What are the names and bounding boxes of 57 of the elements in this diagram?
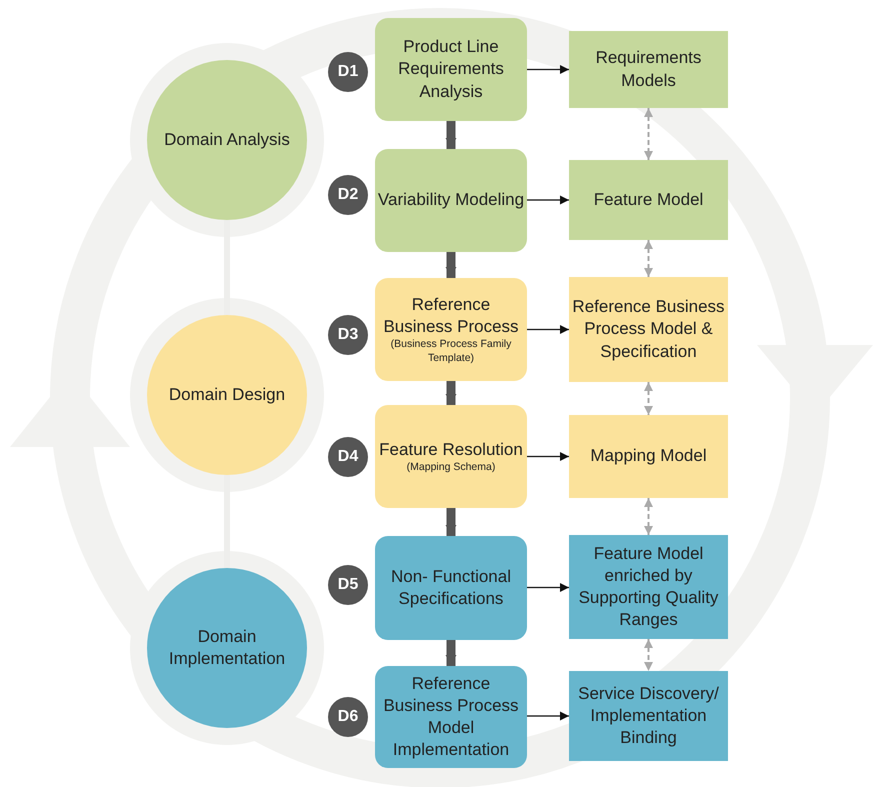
node-title: Service Discovery/ Implementation Binding bbox=[577, 682, 720, 750]
dashed-arrow bbox=[644, 108, 653, 160]
dashed-arrow bbox=[644, 639, 653, 671]
dashed-arrow bbox=[644, 240, 653, 277]
arrow bbox=[527, 325, 569, 334]
subtitle: (Business Process Family Template) bbox=[390, 338, 512, 366]
artifact-box bbox=[569, 31, 728, 108]
node-title: Feature Model enriched by Supporting Quality Ranges bbox=[578, 542, 720, 632]
process-box bbox=[375, 536, 527, 640]
node-title: Feature Resolution bbox=[379, 438, 523, 461]
subtitle: (Mapping Schema) bbox=[406, 460, 496, 474]
step-label: D6 bbox=[338, 706, 358, 727]
node-title: Requirements Models bbox=[594, 47, 702, 92]
process-box bbox=[375, 18, 527, 121]
arrow bbox=[527, 452, 569, 461]
step-label: D5 bbox=[338, 574, 358, 595]
node-title: Domain Design bbox=[168, 384, 286, 406]
dashed-arrow bbox=[644, 498, 653, 535]
step-badge bbox=[328, 315, 368, 355]
step-badge bbox=[328, 697, 368, 737]
process-box bbox=[375, 405, 527, 508]
artifact-box bbox=[569, 535, 728, 639]
arrow bbox=[527, 196, 569, 204]
artifact-box bbox=[569, 160, 728, 240]
block-arrow bbox=[446, 508, 456, 536]
artifact-box bbox=[569, 277, 728, 382]
step-label: D1 bbox=[338, 62, 358, 82]
block-arrow bbox=[446, 640, 456, 666]
dashed-arrow bbox=[644, 382, 653, 415]
block-arrow bbox=[446, 252, 456, 278]
process-box bbox=[375, 278, 527, 381]
artifact-box bbox=[569, 671, 728, 761]
block-arrow bbox=[446, 381, 456, 405]
node-title: Non- Functional Specifications bbox=[390, 566, 512, 610]
step-badge bbox=[328, 52, 368, 92]
step-badge bbox=[328, 437, 368, 477]
step-label: D3 bbox=[338, 324, 358, 345]
arrow bbox=[527, 65, 569, 74]
node-title: Product Line Requirements Analysis bbox=[397, 36, 505, 103]
block-arrow bbox=[446, 121, 456, 149]
step-label: D2 bbox=[338, 184, 358, 205]
arrow bbox=[527, 712, 569, 720]
artifact-box bbox=[569, 415, 728, 498]
node-title: Domain Analysis bbox=[164, 128, 290, 151]
arrow bbox=[527, 583, 569, 592]
node-title: Reference Business Process Model Implementation bbox=[382, 672, 520, 762]
step-badge bbox=[328, 175, 368, 215]
process-box bbox=[375, 666, 527, 768]
step-label: D4 bbox=[338, 446, 358, 467]
process-box bbox=[375, 149, 527, 252]
node-title: Reference Business Process Model & Specification bbox=[571, 296, 726, 363]
node-title: Mapping Model bbox=[590, 445, 707, 468]
node-title: Variability Modeling bbox=[378, 189, 524, 212]
step-badge bbox=[328, 565, 368, 605]
node-title: Feature Model bbox=[594, 188, 704, 211]
node-title: Reference Business Process bbox=[382, 294, 520, 338]
node-title: Domain Implementation bbox=[168, 626, 286, 670]
